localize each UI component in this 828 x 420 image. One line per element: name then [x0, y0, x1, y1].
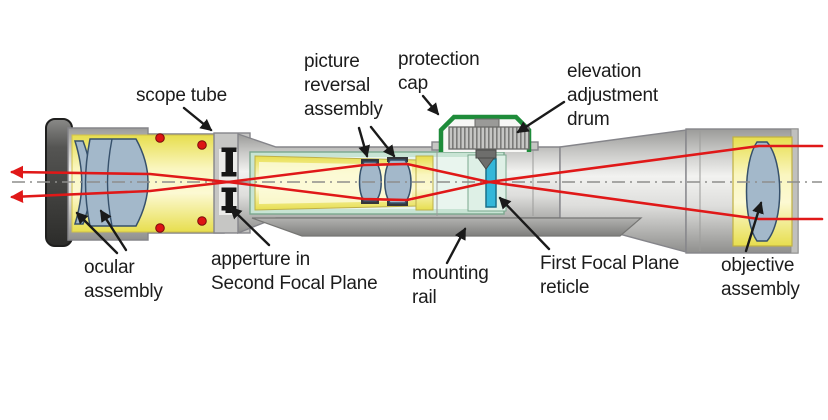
arrow-elevation-drum	[516, 100, 566, 134]
seal-screw	[155, 223, 165, 233]
label-elevation-adjustment-drum: elevation adjustment drum	[567, 61, 658, 130]
arrow-picture-reversal-2	[369, 125, 396, 158]
second-focal-plane-aperture-stop	[221, 147, 237, 213]
light-ray-erector-top	[226, 162, 491, 184]
elevation-drum-knurled	[448, 126, 530, 150]
label-protection-cap: protection cap	[398, 49, 480, 94]
objective-lens	[745, 141, 781, 242]
label-first-focal-plane-reticle: First Focal Plane reticle	[540, 253, 680, 298]
light-ray-entry-top	[487, 144, 824, 184]
picture-reversal-lens-1	[358, 159, 382, 204]
label-objective-assembly: objective assembly	[721, 255, 800, 300]
arrow-ocular-1	[75, 211, 119, 255]
adjustment-screw	[475, 149, 497, 170]
arrow-picture-reversal-1	[357, 126, 370, 158]
label-picture-reversal-assembly: picture reversal assembly	[304, 51, 383, 120]
light-ray-exit-top	[10, 165, 230, 184]
seal-screw	[197, 140, 207, 150]
label-ocular-assembly: ocular assembly	[84, 257, 163, 302]
seal-screw	[197, 216, 207, 226]
arrow-ffp-reticle	[498, 196, 551, 251]
light-ray-erector-bottom	[226, 180, 491, 202]
arrow-protection-cap	[421, 94, 440, 116]
mounting-rail-bar	[251, 217, 643, 237]
arrow-ocular-2	[99, 209, 128, 252]
label-mounting-rail: mounting rail	[412, 263, 489, 308]
arrow-aperture-sfp	[229, 206, 271, 247]
label-aperture-second-focal-plane: apperture in Second Focal Plane	[211, 249, 378, 294]
arrow-mounting-rail	[445, 227, 467, 265]
zoom-tube-flange	[415, 155, 434, 211]
light-ray-exit-bottom	[10, 180, 230, 204]
label-scope-tube: scope tube	[136, 85, 227, 106]
arrow-scope-tube	[182, 106, 213, 132]
light-ray-entry-bottom	[487, 180, 824, 221]
arrow-objective	[744, 201, 764, 253]
seal-screw	[155, 133, 165, 143]
